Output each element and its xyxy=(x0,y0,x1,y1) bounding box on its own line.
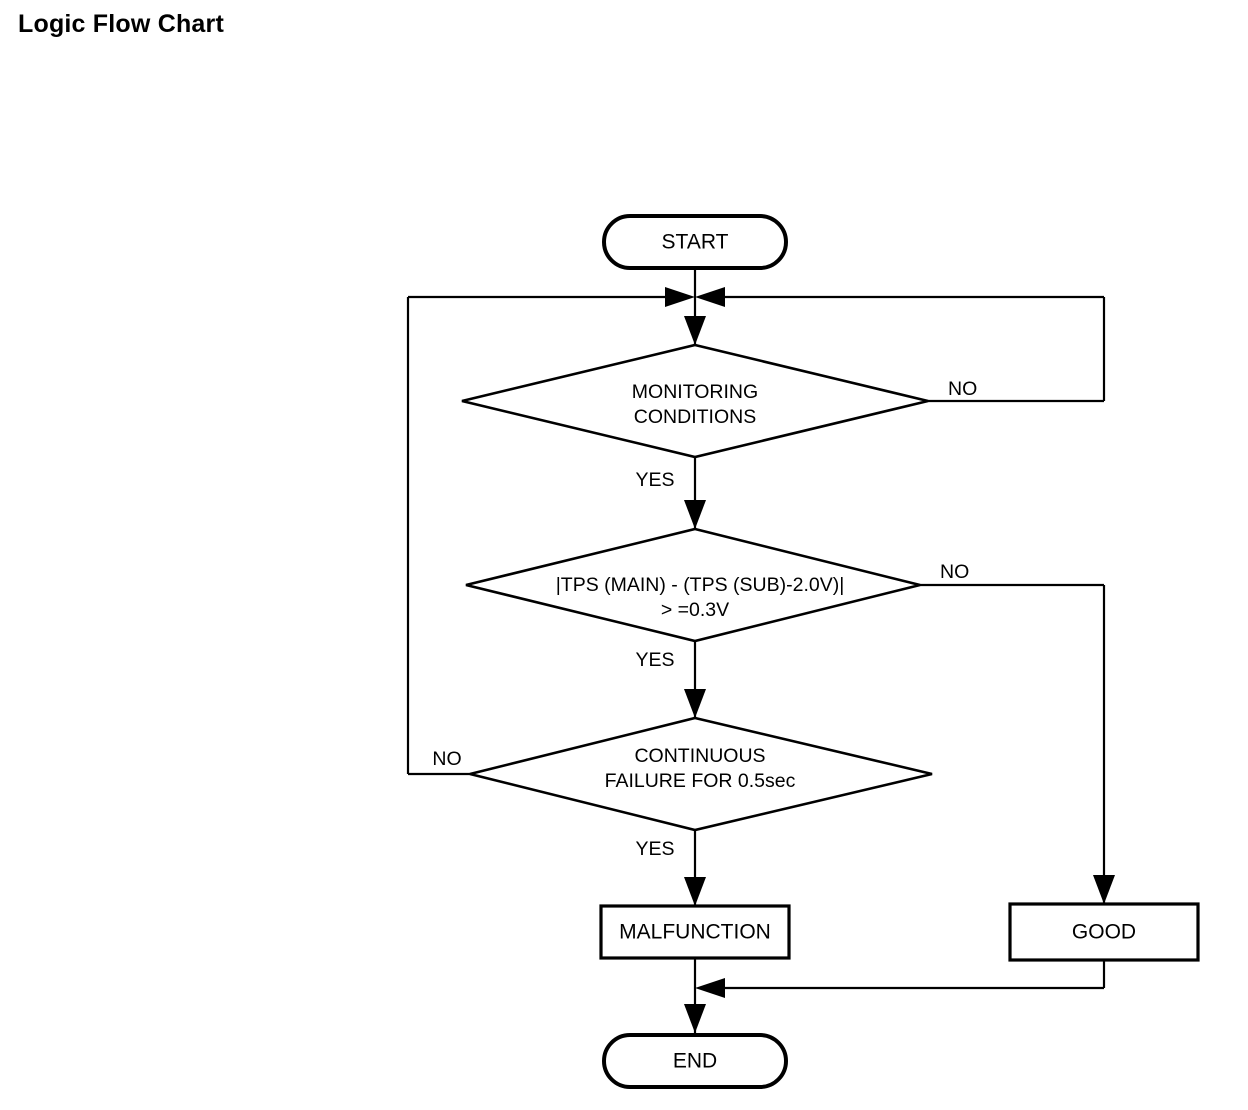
arrowhead-into-monitoring xyxy=(684,316,706,345)
branch-label-continuous-yes: YES xyxy=(635,838,674,860)
branch-label-monitoring-yes: YES xyxy=(635,469,674,491)
node-start-label: START xyxy=(662,231,729,254)
node-tps-comparison-label-line2: > =0.3V xyxy=(661,599,729,621)
arrowhead-into-tps xyxy=(684,500,706,529)
node-malfunction[interactable] xyxy=(599,904,791,960)
node-good-label: GOOD xyxy=(1072,921,1136,944)
node-continuous-failure[interactable] xyxy=(469,716,933,832)
branch-label-continuous-no: NO xyxy=(432,748,461,770)
node-monitoring-conditions-label-line2: CONDITIONS xyxy=(634,406,756,428)
node-monitoring-conditions-label-line1: MONITORING xyxy=(632,381,758,403)
arrowhead-left-loop-into-junction xyxy=(665,287,695,307)
arrowhead-right-loop-into-junction xyxy=(695,287,725,307)
arrowhead-into-continuous xyxy=(684,689,706,718)
node-start[interactable] xyxy=(602,214,788,270)
arrowhead-into-end xyxy=(684,1004,706,1033)
branch-label-tps-no: NO xyxy=(940,561,969,583)
node-tps-comparison-label-line1: |TPS (MAIN) - (TPS (SUB)-2.0V)| xyxy=(556,574,845,596)
node-continuous-failure-label-line2: FAILURE FOR 0.5sec xyxy=(605,770,796,792)
branch-label-tps-yes: YES xyxy=(635,649,674,671)
node-end-label: END xyxy=(673,1050,717,1073)
node-monitoring-conditions[interactable] xyxy=(461,343,929,459)
node-end[interactable] xyxy=(602,1033,788,1089)
arrowhead-good-merge xyxy=(695,978,725,998)
branch-label-monitoring-no: NO xyxy=(948,378,977,400)
node-continuous-failure-label-line1: CONTINUOUS xyxy=(634,745,765,767)
node-tps-comparison[interactable] xyxy=(465,527,921,643)
arrowhead-into-malfunction xyxy=(684,877,706,906)
arrowhead-into-good xyxy=(1093,875,1115,904)
page-title: Logic Flow Chart xyxy=(18,10,224,38)
node-malfunction-label: MALFUNCTION xyxy=(619,921,771,944)
node-good[interactable] xyxy=(1008,902,1200,962)
